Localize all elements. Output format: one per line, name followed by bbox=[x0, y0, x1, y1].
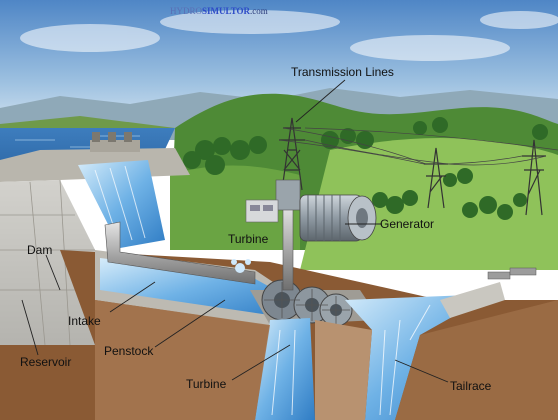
tailrace-outlet bbox=[440, 282, 505, 318]
leader-transmission bbox=[295, 79, 346, 123]
clouds bbox=[20, 10, 558, 61]
turbine-outflow bbox=[255, 318, 315, 420]
watermark-suffix: .com bbox=[250, 6, 268, 16]
label-turbine-upper: Turbine bbox=[228, 232, 269, 246]
foundation-center bbox=[315, 320, 372, 420]
outlet-pipes bbox=[487, 267, 537, 280]
leader-penstock bbox=[154, 299, 226, 348]
leader-intake bbox=[109, 281, 156, 313]
turbine-housing bbox=[275, 179, 301, 211]
watermark-brand: SIMULTOR bbox=[202, 6, 251, 16]
turbine-shaft bbox=[282, 204, 294, 291]
transmission-tower-right bbox=[522, 139, 546, 216]
watermark: HYDROSIMULTOR.com bbox=[170, 6, 268, 16]
leader-turbine-lower bbox=[231, 344, 291, 381]
leader-lines bbox=[21, 79, 449, 383]
hill-slope bbox=[170, 165, 300, 250]
label-dam: Dam bbox=[27, 243, 52, 257]
foundation-left bbox=[95, 300, 270, 420]
penstock-pipe bbox=[104, 221, 256, 285]
outflow-streaks bbox=[271, 304, 431, 416]
channel-water bbox=[100, 258, 290, 318]
leader-tailrace bbox=[394, 359, 449, 383]
watermark-prefix: HYDRO bbox=[170, 6, 203, 16]
label-penstock: Penstock bbox=[104, 344, 154, 358]
label-transmission-lines: Transmission Lines bbox=[291, 65, 394, 79]
label-intake: Intake bbox=[68, 314, 101, 328]
leader-reservoir bbox=[21, 299, 39, 356]
power-lines bbox=[278, 127, 558, 166]
turbine-runners bbox=[261, 279, 353, 327]
label-tailrace: Tailrace bbox=[450, 379, 492, 393]
far-shore bbox=[0, 116, 175, 128]
tailrace-water bbox=[345, 290, 500, 420]
foundation-right bbox=[395, 300, 558, 420]
leader-dam bbox=[45, 254, 61, 291]
generator bbox=[299, 194, 377, 242]
label-turbine-lower: Turbine bbox=[186, 377, 227, 391]
transmission-tower-main bbox=[279, 117, 305, 191]
control-box bbox=[245, 199, 279, 223]
label-reservoir: Reservoir bbox=[20, 355, 71, 369]
label-generator: Generator bbox=[380, 217, 434, 231]
intake-gates bbox=[90, 132, 140, 152]
water-splash bbox=[231, 259, 251, 273]
